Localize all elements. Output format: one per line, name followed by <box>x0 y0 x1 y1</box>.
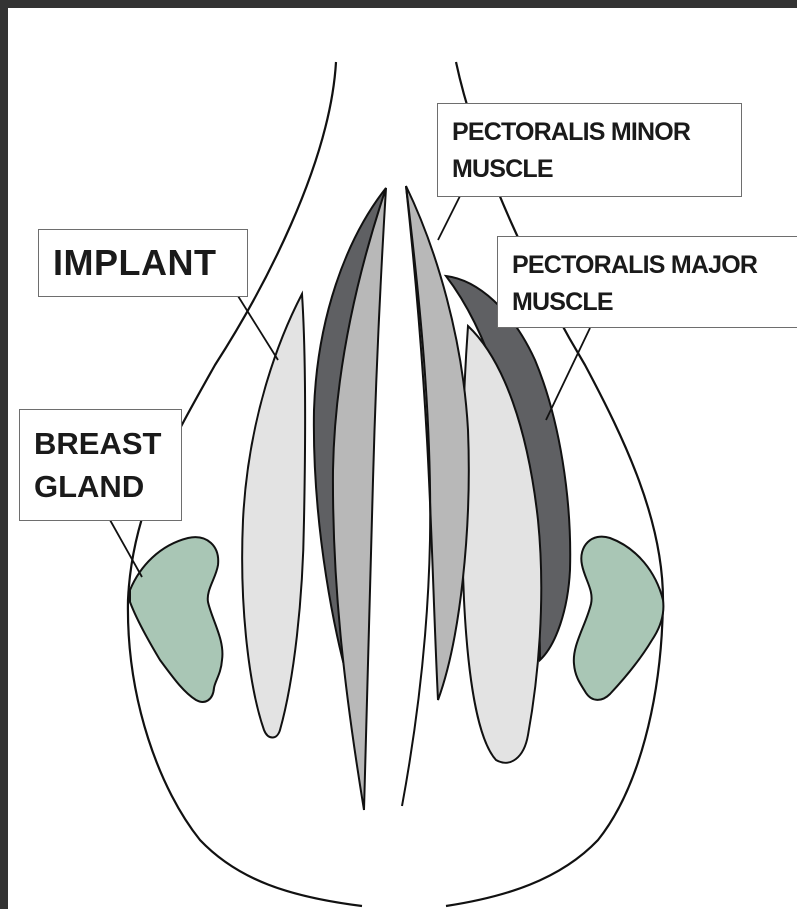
pectoralis-minor-label-line-1: PECTORALIS MINOR <box>452 114 741 151</box>
pectoralis-major-label-line-1: PECTORALIS MAJOR <box>512 247 797 284</box>
pectoralis-major-label: PECTORALIS MAJOR MUSCLE <box>497 236 797 328</box>
implant-label-text: IMPLANT <box>53 242 247 284</box>
pectoralis-minor-label-line-2: MUSCLE <box>452 151 741 188</box>
pectoralis-minor-label: PECTORALIS MINOR MUSCLE <box>437 103 742 197</box>
breast-gland-label-line-2: GLAND <box>34 465 181 508</box>
pectoralis-major-label-line-2: MUSCLE <box>512 284 797 321</box>
breast-gland-label-line-1: BREAST <box>34 422 181 465</box>
breast-gland-label: BREAST GLAND <box>19 409 182 521</box>
implant-label: IMPLANT <box>38 229 248 297</box>
